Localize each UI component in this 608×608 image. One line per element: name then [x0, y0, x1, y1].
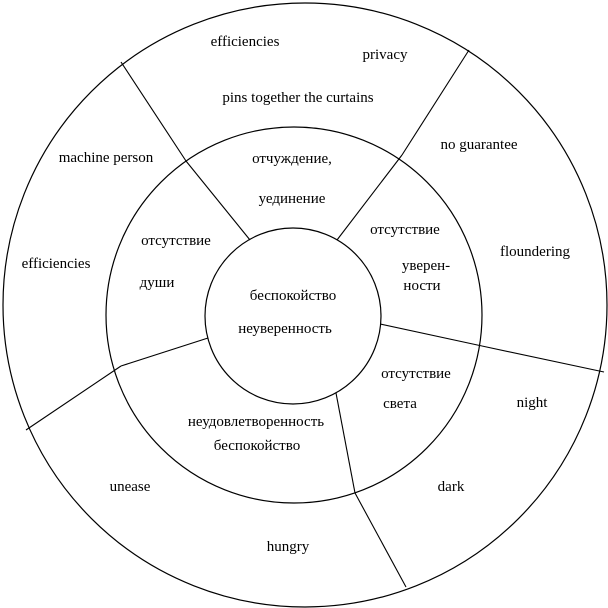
middle-circle — [105, 126, 483, 504]
outer-divider-right — [481, 345, 605, 373]
inner-right-line-1: отсутствие — [370, 222, 440, 238]
outer-lower-right-dark: dark — [438, 479, 465, 495]
inner-divider-upper-left — [185, 160, 251, 241]
inner-right-line-2: уверен- — [402, 258, 450, 274]
outer-left-machine-person: machine person — [59, 150, 154, 166]
inner-lower-right-line-1: отсутствие — [381, 366, 451, 382]
outer-upper-right-floundering: floundering — [500, 244, 570, 260]
center-label-1: беспокойство — [250, 288, 336, 304]
outer-divider-upper-left — [120, 61, 187, 162]
outer-bottom-hungry: hungry — [267, 539, 310, 555]
inner-top-line-1: отчуждение, — [252, 151, 332, 167]
outer-top-pins-together: pins together the curtains — [222, 90, 373, 106]
center-circle — [204, 227, 382, 405]
outer-top-efficiencies: efficiencies — [211, 34, 280, 50]
center-label-2: неуверенность — [238, 321, 332, 337]
inner-bottom-line-1: неудовлетворенность — [188, 414, 324, 430]
outer-divider-left — [25, 365, 122, 431]
inner-divider-right — [379, 323, 483, 347]
inner-bottom-line-2: беспокойство — [214, 438, 300, 454]
inner-left-line-1: отсутствие — [141, 233, 211, 249]
outer-bottom-unease: unease — [110, 479, 151, 495]
inner-divider-left — [120, 337, 209, 367]
inner-divider-upper-right — [336, 154, 403, 241]
outer-left-efficiencies: efficiencies — [22, 256, 91, 272]
inner-lower-right-line-2: света — [383, 396, 417, 412]
inner-top-line-2: уединение — [259, 191, 326, 207]
outer-divider-upper-right — [401, 49, 470, 156]
inner-right-line-3: ности — [403, 278, 440, 294]
outer-top-privacy: privacy — [363, 47, 408, 63]
outer-upper-right-no-guarantee: no guarantee — [440, 137, 517, 153]
outer-divider-lower-right — [354, 492, 407, 588]
outer-lower-right-night: night — [517, 395, 549, 411]
inner-left-line-2: души — [140, 275, 175, 291]
inner-divider-lower-right — [335, 392, 356, 494]
